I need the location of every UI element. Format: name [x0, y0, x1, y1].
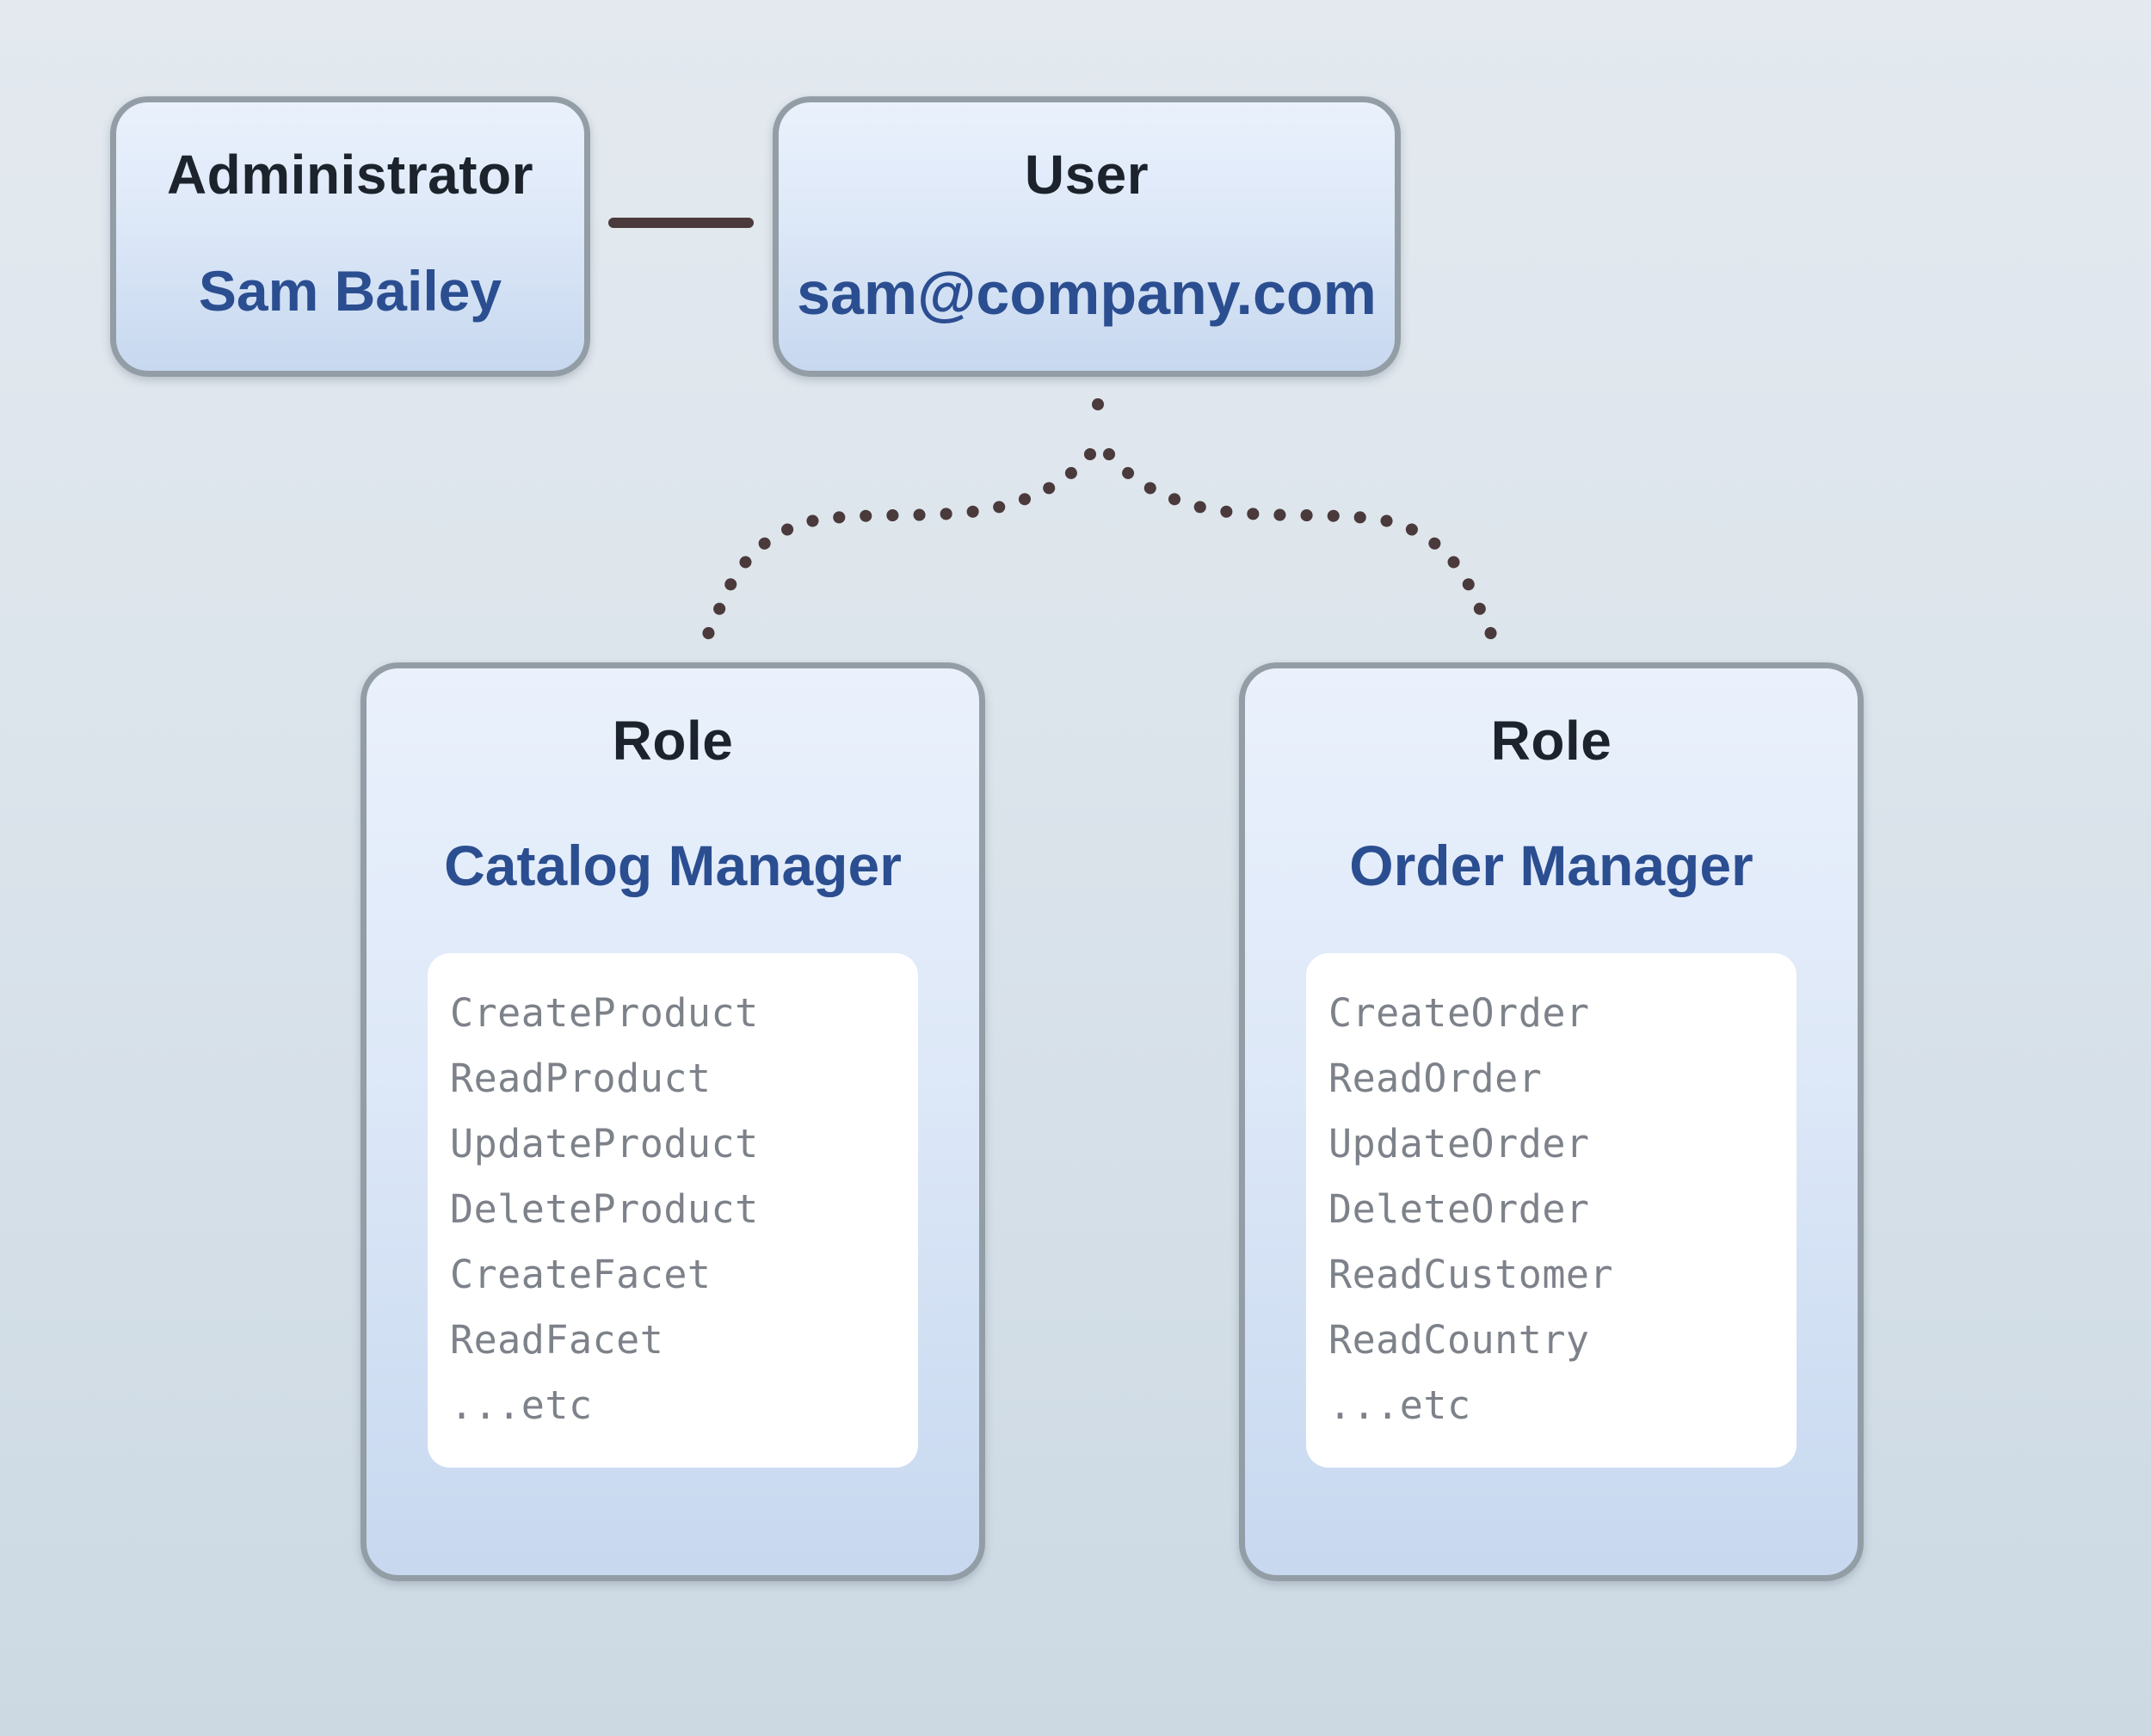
permission-item: ReadCustomer [1328, 1252, 1614, 1298]
permission-item: UpdateOrder [1328, 1121, 1590, 1167]
role-node-title: Role [1490, 710, 1612, 772]
administrator-node-name: Sam Bailey [198, 258, 502, 323]
permission-item: ReadOrder [1328, 1056, 1543, 1102]
permission-item: CreateProduct [450, 990, 759, 1037]
administrator-node: Administrator Sam Bailey [110, 96, 590, 377]
role-catalog-manager-node: Role Catalog Manager CreateProduct ReadP… [361, 662, 985, 1581]
permission-item: ReadCountry [1328, 1317, 1590, 1364]
role-node-title: Role [612, 710, 734, 772]
user-node-title: User [1024, 144, 1149, 206]
permission-item: DeleteOrder [1328, 1186, 1590, 1233]
permission-item: ...etc [450, 1382, 593, 1429]
order-manager-permission-list: CreateOrder ReadOrder UpdateOrder Delete… [1306, 953, 1797, 1468]
role-node-name: Order Manager [1349, 833, 1753, 897]
permission-item: ReadProduct [450, 1056, 712, 1102]
permission-item: DeleteProduct [450, 1186, 759, 1233]
user-node-email: sam@company.com [797, 259, 1377, 327]
administrator-node-title: Administrator [166, 144, 534, 206]
user-node: User sam@company.com [773, 96, 1401, 377]
permission-item: UpdateProduct [450, 1121, 759, 1167]
role-order-manager-node: Role Order Manager CreateOrder ReadOrder… [1239, 662, 1864, 1581]
role-node-name: Catalog Manager [444, 833, 902, 897]
catalog-manager-permission-list: CreateProduct ReadProduct UpdateProduct … [428, 953, 918, 1468]
user-role-left-dotted-connector [697, 448, 1096, 653]
permission-item: CreateOrder [1328, 990, 1590, 1037]
permission-item: ReadFacet [450, 1317, 664, 1364]
permission-item: CreateFacet [450, 1252, 712, 1298]
permission-item: ...etc [1328, 1382, 1471, 1429]
user-role-right-dotted-connector [1103, 448, 1502, 653]
